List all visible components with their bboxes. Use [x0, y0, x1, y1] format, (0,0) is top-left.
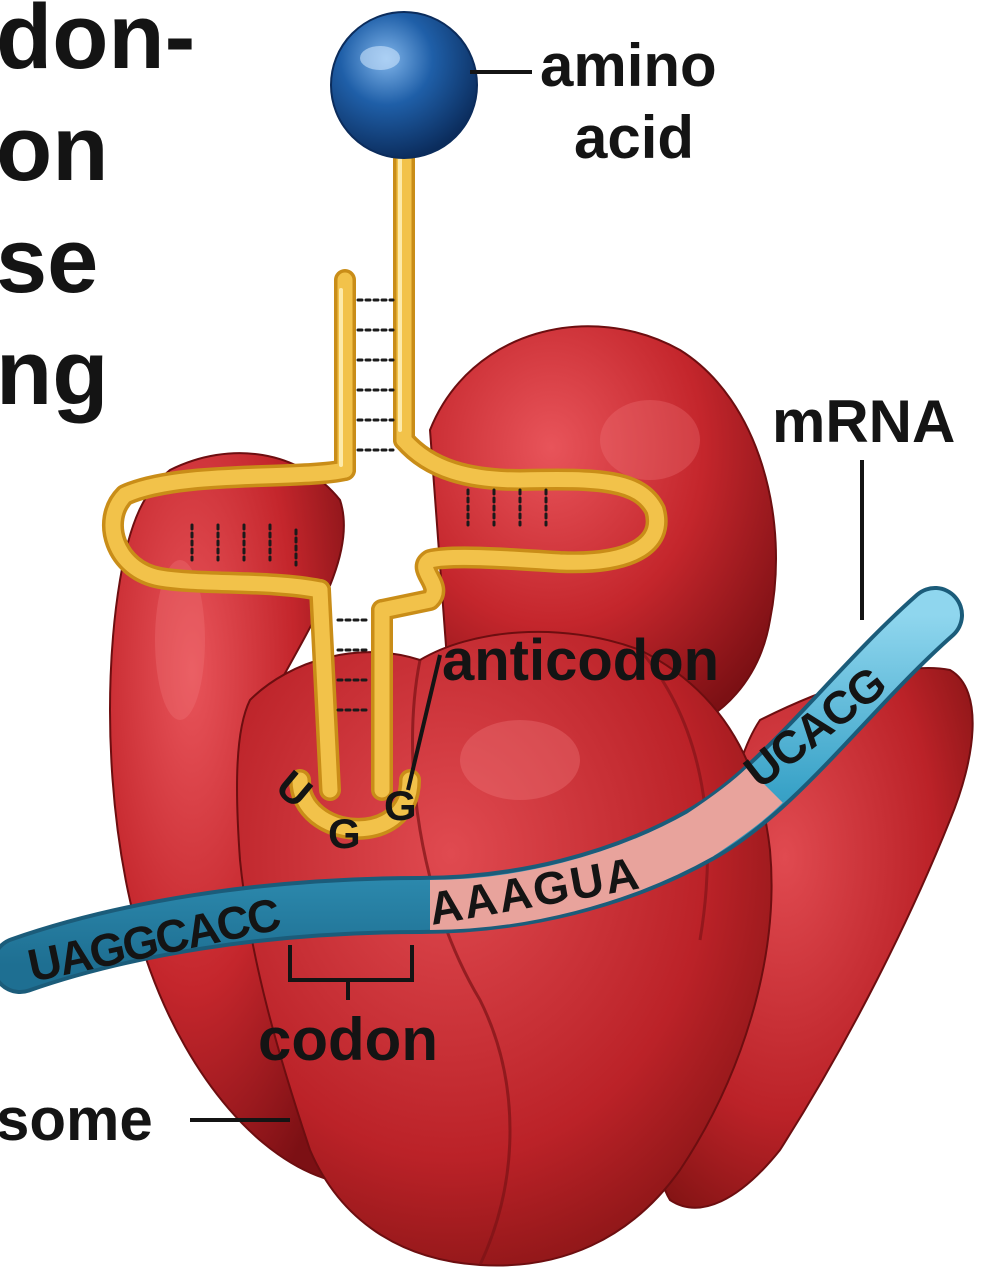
amino-acid-shine	[360, 46, 400, 70]
label-anticodon: anticodon	[442, 628, 719, 693]
label-codon: codon	[258, 1006, 438, 1073]
anticodon-base-3: G	[384, 782, 417, 829]
heading-line-3: se	[0, 210, 98, 312]
anticodon-base-2: G	[328, 810, 361, 857]
label-mrna: mRNA	[772, 388, 955, 455]
heading-line-1: don-	[0, 0, 195, 88]
ribosome-highlight-3	[600, 400, 700, 480]
amino-acid	[331, 12, 532, 158]
heading-line-2: on	[0, 98, 108, 200]
label-amino: amino	[540, 32, 717, 99]
label-ribosome: some	[0, 1086, 153, 1153]
heading-line-4: ng	[0, 322, 108, 424]
heading: don- on se ng	[0, 0, 195, 424]
ribosome-highlight	[460, 720, 580, 800]
label-acid: acid	[574, 104, 694, 171]
amino-acid-ball	[331, 12, 477, 158]
